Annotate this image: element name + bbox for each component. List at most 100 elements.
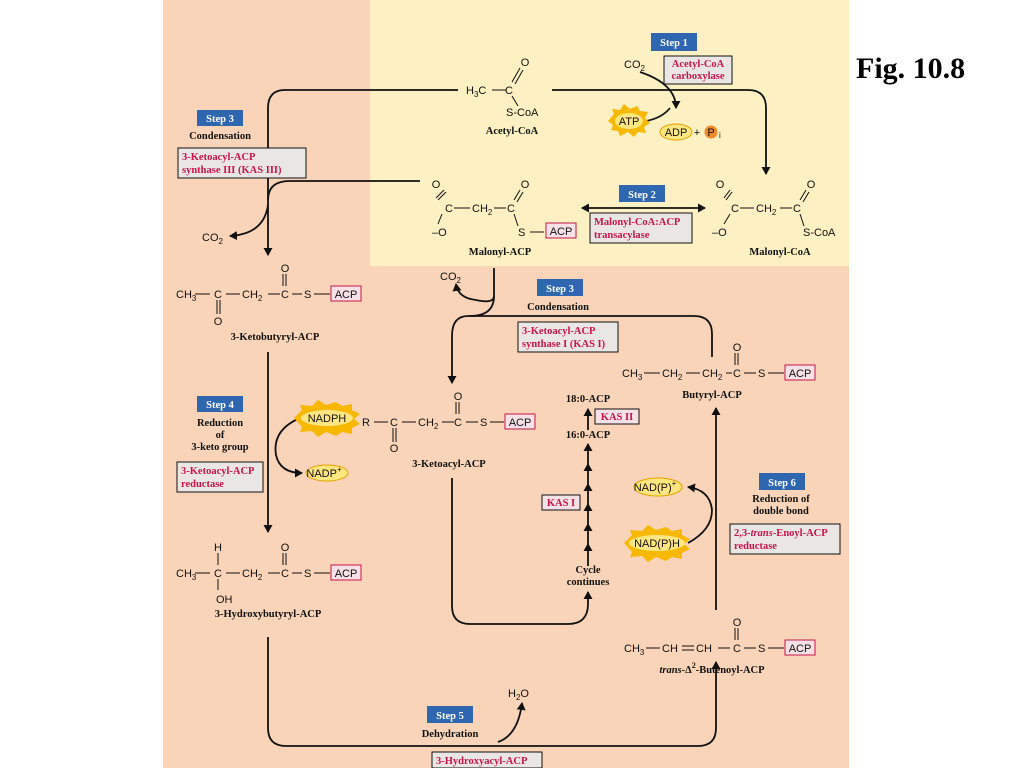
svg-text:Dehydration: Dehydration (422, 729, 479, 740)
svg-text:double bond: double bond (753, 506, 809, 517)
adp-pi-label: ADP + P i (659, 123, 721, 141)
svg-text:C: C (214, 289, 222, 301)
svg-text:ACP: ACP (335, 568, 358, 580)
svg-text:NAD(P)+: NAD(P)+ (634, 479, 677, 494)
svg-text:ADP: ADP (665, 127, 688, 139)
co2-left-label: CO2 (202, 232, 224, 246)
butenoyl-acp-label: trans-Δ2-Butenoyl-ACP (659, 661, 765, 676)
butyryl-acp-label: Butyryl-ACP (682, 390, 742, 401)
svg-text:C: C (390, 417, 398, 429)
svg-text:CH3: CH3 (622, 368, 643, 382)
elongation-cycle: 18:0-ACP KAS II 16:0-ACP KAS I Cycle con… (541, 394, 640, 588)
svg-text:O: O (214, 316, 223, 328)
svg-text:O: O (281, 263, 290, 275)
atp-badge: ATP (608, 104, 650, 137)
nadph-badge: NADPH (294, 400, 360, 437)
svg-text:O: O (521, 57, 530, 69)
nadph-b-badge: NAD(P)H (624, 525, 690, 562)
svg-text:O: O (390, 443, 399, 455)
svg-text:O: O (521, 179, 530, 191)
svg-text:3-Hydroxyacyl-ACP: 3-Hydroxyacyl-ACP (436, 756, 528, 767)
svg-text:Step 1: Step 1 (660, 38, 688, 49)
svg-text:O: O (432, 179, 441, 191)
svg-text:NADPH: NADPH (308, 413, 347, 425)
svg-text:Step 6: Step 6 (768, 478, 796, 489)
step-2: Step 2 Malonyl-CoA:ACP transacylase (589, 185, 693, 244)
svg-text:Step 5: Step 5 (436, 711, 464, 722)
svg-text:CH: CH (662, 643, 678, 655)
svg-text:i: i (719, 131, 721, 140)
svg-text:KAS I: KAS I (547, 498, 575, 509)
svg-text:18:0-ACP: 18:0-ACP (566, 394, 611, 405)
svg-text:NADP+: NADP+ (306, 465, 342, 480)
butenoyl-acp-structure (646, 628, 784, 651)
svg-text:CH2: CH2 (472, 203, 493, 217)
svg-text:CH2: CH2 (662, 368, 683, 382)
svg-text:S-CoA: S-CoA (506, 107, 539, 119)
malonyl-acp-label: Malonyl-ACP (469, 247, 532, 258)
co2-middle-label: CO2 (440, 271, 462, 285)
svg-text:C: C (281, 568, 289, 580)
svg-text:OH: OH (216, 594, 233, 606)
svg-text:Malonyl-CoA:ACP: Malonyl-CoA:ACP (594, 217, 681, 228)
svg-text:KAS II: KAS II (601, 412, 633, 423)
nadp-label: NADP+ (305, 464, 349, 482)
svg-text:C: C (731, 203, 739, 215)
svg-text:3-Ketoacyl-ACP: 3-Ketoacyl-ACP (522, 326, 596, 337)
svg-text:C: C (445, 203, 453, 215)
step-6: Step 6 Reduction of double bond 2,3-tran… (729, 473, 841, 555)
svg-text:3-Ketoacyl-ACP: 3-Ketoacyl-ACP (182, 152, 256, 163)
svg-text:synthase III (KAS III): synthase III (KAS III) (182, 165, 282, 176)
svg-text:O: O (454, 391, 463, 403)
svg-text:S: S (304, 289, 311, 301)
svg-text:Step 3: Step 3 (206, 114, 234, 125)
step-3-kas-i: Step 3 Condensation 3-Ketoacyl-ACP synth… (517, 279, 619, 353)
malonyl-acp-structure (435, 189, 544, 233)
svg-text:–O: –O (712, 227, 727, 239)
svg-text:CH2: CH2 (242, 289, 263, 303)
svg-text:CH3: CH3 (624, 643, 645, 657)
svg-text:O: O (733, 617, 742, 629)
svg-text:Step 2: Step 2 (628, 190, 656, 201)
step-1: Step 1 Acetyl-CoA carboxylase (651, 33, 733, 85)
svg-text:ACP: ACP (509, 417, 532, 429)
svg-text:synthase I (KAS I): synthase I (KAS I) (522, 339, 606, 350)
acetyl-coa-label: Acetyl-CoA (486, 126, 539, 137)
acetyl-coa-structure (492, 67, 524, 107)
svg-text:C: C (793, 203, 801, 215)
svg-text:Condensation: Condensation (527, 302, 589, 313)
ketobutyryl-acp-label: 3-Ketobutyryl-ACP (231, 332, 320, 343)
svg-text:+: + (694, 127, 700, 139)
svg-text:of: of (216, 430, 225, 441)
svg-text:Reduction of: Reduction of (752, 494, 810, 505)
svg-text:CH3: CH3 (176, 568, 197, 582)
svg-text:ATP: ATP (619, 116, 640, 128)
svg-text:S: S (480, 417, 487, 429)
svg-text:transacylase: transacylase (594, 230, 650, 241)
svg-text:S: S (518, 227, 525, 239)
butyryl-acp-structure (644, 353, 784, 374)
svg-text:ACP: ACP (335, 289, 358, 301)
svg-text:Step 3: Step 3 (546, 284, 574, 295)
step-3-kas-iii: Step 3 Condensation 3-Ketoacyl-ACP synth… (177, 110, 307, 179)
svg-text:reductase: reductase (181, 479, 224, 490)
svg-text:Cycle: Cycle (575, 565, 600, 576)
svg-text:Condensation: Condensation (189, 131, 251, 142)
svg-text:CH: CH (696, 643, 712, 655)
svg-text:C: C (214, 568, 222, 580)
svg-text:Reduction: Reduction (197, 418, 243, 429)
svg-text:carboxylase: carboxylase (671, 71, 724, 82)
svg-text:CH3: CH3 (176, 289, 197, 303)
svg-text:NAD(P)H: NAD(P)H (634, 538, 680, 550)
svg-text:CH2: CH2 (756, 203, 777, 217)
ketobutyryl-acp-structure (195, 274, 330, 314)
ketoacyl-acp-structure (374, 402, 504, 442)
svg-text:3-keto group: 3-keto group (191, 442, 248, 453)
svg-text:P: P (707, 127, 714, 139)
svg-text:C: C (733, 643, 741, 655)
svg-text:H3C: H3C (466, 85, 486, 99)
malonyl-coa-structure (723, 189, 810, 227)
svg-text:O: O (716, 179, 725, 191)
co2-label: CO2 (624, 59, 646, 73)
